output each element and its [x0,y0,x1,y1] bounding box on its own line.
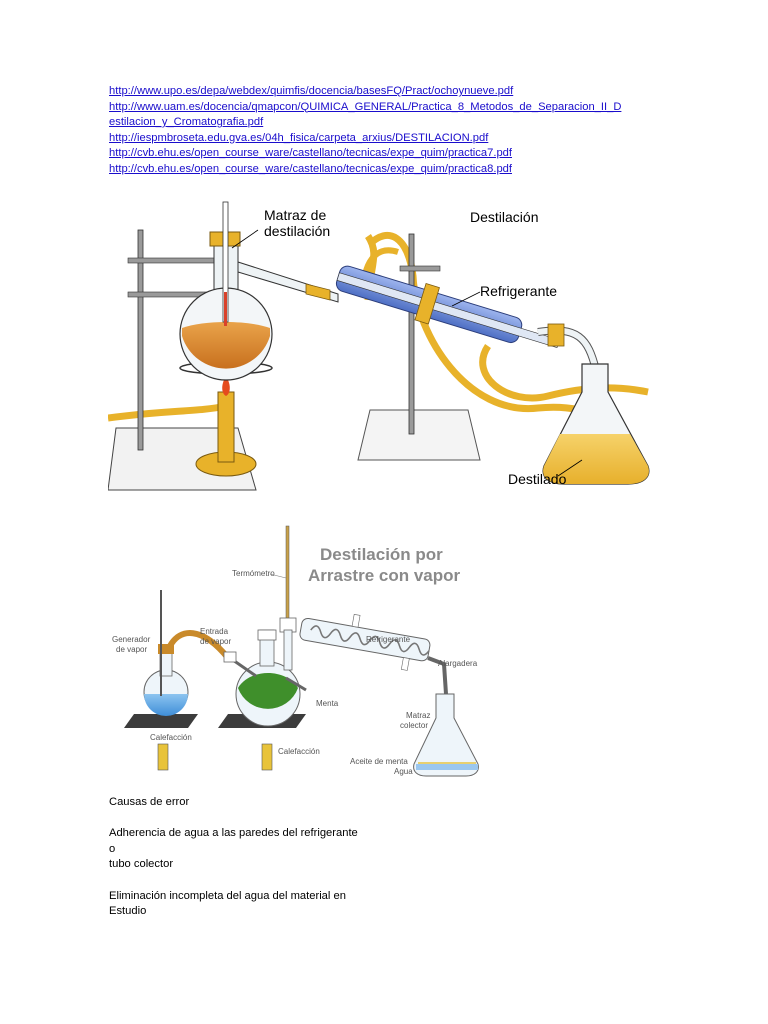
link-uam[interactable]: http://www.uam.es/docencia/qmapcon/QUIMI… [109,100,622,113]
receiving-flask [413,693,479,777]
distillate [543,434,649,484]
label-destilado: Destilado [508,471,567,487]
steam-title-1: Destilación por [320,545,443,564]
base-plate [357,409,481,461]
flame [222,376,230,396]
link-upo[interactable]: http://www.upo.es/depa/webdex/quimfis/do… [109,85,514,97]
label-generador-1: Generador [112,635,151,644]
link-uam-continued[interactable]: estilacion_y_Cromatografia.pdf [109,116,264,129]
link-iespmbroseta[interactable]: http://iespmbroseta.edu.gva.es/04h_fisic… [109,131,489,144]
burner [157,743,169,771]
clamp-arm [127,257,219,264]
label-refrigerante: Refrigerante [480,283,557,299]
safety-tube [160,590,162,696]
label-matraz-2: colector [400,721,428,730]
clamp-arm [399,265,441,272]
label-calefaccion-2: Calefacción [278,747,320,756]
label-calefaccion-1: Calefacción [150,733,192,742]
label-matraz-2: destilación [264,223,330,239]
steam-title-2: Arrastre con vapor [308,566,460,585]
label-alargadera: Alargadera [438,659,478,668]
link-ehu-practica7[interactable]: http://cvb.ehu.es/open_course_ware/caste… [109,147,512,160]
stand-rod [137,229,144,451]
condenser-coil [310,625,430,656]
hose [108,402,227,422]
label-matraz-1: Matraz de [264,207,326,223]
burner-tube [217,391,235,463]
notes-line: Estudio [109,905,147,918]
condenser [299,617,431,662]
label-generador-2: de vapor [116,645,147,654]
label-entrada-2: de vapor [200,637,231,646]
label-agua: Agua [394,767,413,776]
label-matraz-1: Matraz [406,711,430,720]
label-entrada-1: Entrada [200,627,229,636]
notes-line: Eliminación incompleta del agua del mate… [109,889,346,902]
thermometer [285,525,290,627]
label-aceite: Aceite de menta [350,757,408,766]
distillation-figure: Matraz de destilación Destilación Refrig… [108,201,650,491]
notes-line: tubo colector [109,858,174,871]
burner [261,743,273,771]
notes-heading: Causas de error [109,796,190,808]
label-destilacion: Destilación [470,209,538,225]
stand-rod [408,233,415,435]
steam-hose [167,630,231,660]
link-ehu-practica8[interactable]: http://cvb.ehu.es/open_course_ware/caste… [109,162,512,175]
heating-grid [124,714,198,728]
label-termometro: Termómetro [232,569,275,578]
notes: Causas de error Adherencia de agua a las… [109,795,509,920]
steam-distillation-figure: Destilación por Arrastre con vapor Termó… [112,525,479,777]
hose [479,344,649,402]
notes-line: o [109,842,116,855]
adapter [427,656,448,695]
flask-liquid [182,322,270,369]
label-menta: Menta [316,699,339,708]
label-refrigerante: Refrigerante [366,635,411,644]
notes-line: Adherencia de agua a las paredes del ref… [109,827,358,840]
reference-links: http://www.upo.es/depa/webdex/quimfis/do… [109,84,669,178]
